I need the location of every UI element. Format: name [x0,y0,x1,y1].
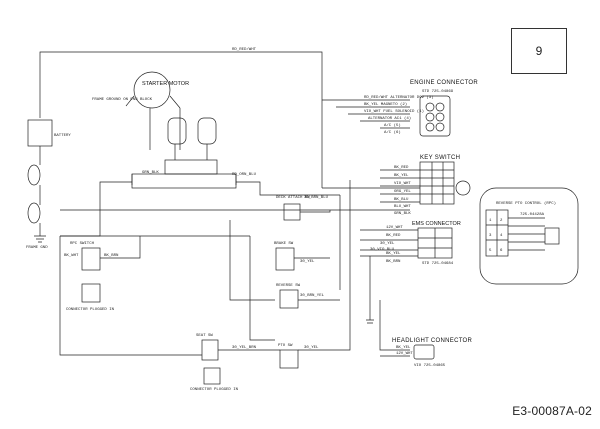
reverse-switch-label: REVERSE SW [276,284,301,288]
rpc-module-outline [479,187,579,285]
solenoid-connector [131,173,237,189]
wire-label-ks-org: ORG_YEL [394,190,411,194]
rpc-terminal-3: 3 [489,234,492,238]
engine-connector-housing [419,95,451,137]
starter-motor-title: STARTER MOTOR [142,81,189,87]
pto-switch-connector [203,367,221,385]
rpc-switch-connector-note: CONNECTOR PLUGGED IN [66,308,115,312]
wire-label-fuel-solenoid: VIO_WHT FUEL SOLENOID (1) [364,109,424,114]
deck-switch-label: DECK ATTACH SW [276,196,310,200]
wire-label-ks-bk2: BK_BLU [394,198,409,202]
frame-ground-lug [27,202,41,224]
starter-motor-body [133,71,171,109]
wire-label-deck: 30_BRN_BLU [304,196,329,200]
wire-label-ac3: A/C (6) [384,130,401,135]
wire-label-gnd-1: BK_WHT [64,254,79,258]
wire-label-seat-1: 30_YEL_BRN [232,346,257,350]
wire-label-top-main: RD_RED/WHT [232,47,257,52]
rpc-module-title: REVERSE PTO CONTROL (RPC) [496,201,556,206]
rpc-switch-label: RPC SWITCH [70,242,95,246]
engine-connector-title: ENGINE CONNECTOR [410,80,478,86]
wire-label-brake-2: 30_BRN_YEL [300,294,325,298]
battery-label: BATTERY [54,134,71,138]
wire-label-ems-6: BK_BRN [386,260,401,264]
document-code: E3-00087A-02 [512,404,592,418]
wire-main-top [39,51,323,188]
solenoid-lug-left [167,117,187,145]
key-switch-title: KEY SWITCH [420,155,460,161]
page-number-box: 9 [511,28,567,74]
page-number: 9 [535,44,543,58]
wire-label-hl-1: BK_YEL [396,346,411,350]
key-switch-symbol [455,180,471,196]
wire-label-ems-1: 12V_WHT [386,226,403,230]
headlight-part-number: VIO 725-04865 [414,364,446,368]
solenoid-body [164,159,218,175]
headlight-connector-title: HEADLIGHT CONNECTOR [392,338,473,344]
ems-connector-title: EMS CONNECTOR [412,221,461,227]
frame-ground-note: FRAME GROUND ON ENG BLOCK [92,98,153,102]
seat-switch-body [201,339,219,361]
wire-label-ks-vio: VIO_WHT [394,182,411,186]
deck-attach-switch-body [283,203,301,221]
rpc-terminal-4: 4 [500,234,503,238]
battery-negative-terminal [27,164,41,186]
wire-label-ems-3: 30_YEL [380,242,395,246]
wire-label-ems-4: 30_VIO_BLU [370,248,395,252]
wire-label-magneto: BK_YEL MAGNETO (2) [364,102,407,107]
wire-label-ks-yel: BK_YEL [394,174,409,178]
wire-label-ems-5: BK_YEL [386,252,401,256]
reverse-switch-body [279,289,299,309]
wire-label-alt-out: RD_RED/WHT ALTERNATOR DC2 (3) [364,95,434,100]
wire-label-alt-ac1: ALTERNATOR AC1 (4) [368,116,411,121]
rpc-switch-connector [81,283,101,303]
wire-label-sol-1: GRN_BLK [142,171,159,175]
key-switch-table [419,161,455,205]
rpc-terminal-1: 1 [489,219,492,223]
wire-label-sol-2: RD_ORN_BLU [232,173,257,177]
wire-label-ac2: A/C (5) [384,123,401,128]
rpc-terminal-6: 6 [500,249,503,253]
ems-connector-part: STD 725-04684 [422,262,454,266]
headlight-connector-housing [413,344,435,360]
engine-connector-part: STD 725-04869 [422,90,454,94]
wire-label-hl-2: 12V_WHT [396,352,413,356]
rpc-switch-body [81,247,101,271]
brake-switch-body [275,247,295,271]
wire-label-ems-2: BK_RED [386,234,401,238]
rpc-side-connector [544,227,560,245]
wire-label-gnd-2: BK_BRN [104,254,119,258]
solenoid-lug-right [197,117,217,145]
frame-ground-symbol [34,223,46,243]
seat-switch-label: SEAT SW [196,334,213,338]
pto-switch-body [279,349,299,369]
wire-label-ks-grn: GRN_BLK [394,212,411,216]
battery-body [27,119,53,147]
rpc-terminal-5: 5 [489,249,492,253]
wire-label-brake-1: 30_YEL [300,260,315,264]
wire-label-ks-bk: BK_RED [394,166,409,170]
pto-switch-label: PTO SW [278,344,293,348]
rpc-terminal-2: 2 [500,219,503,223]
wire-label-ks-blu: BLU_WHT [394,205,411,209]
rpc-part-number: 725-04428A [520,213,545,217]
wire-label-seat-2: 30_YEL [304,346,319,350]
pto-connector-note: CONNECTOR PLUGGED IN [190,388,239,392]
brake-switch-label: BRAKE SW [274,242,294,246]
frame-ground-label: FRAME GND [26,246,48,250]
